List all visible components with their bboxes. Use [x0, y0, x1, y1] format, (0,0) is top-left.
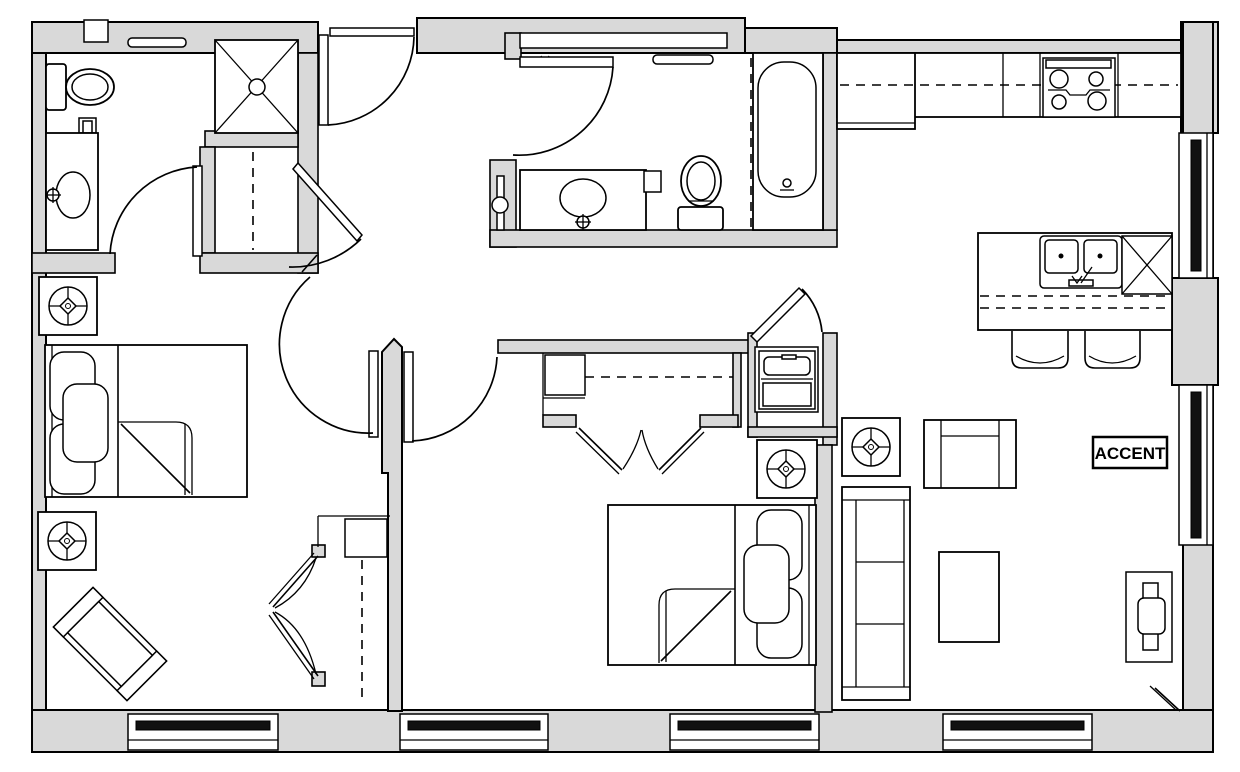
wall-closet2-bottom-left	[542, 414, 577, 428]
window-transom-entry	[519, 32, 728, 49]
hall-closet-door-leaf	[292, 161, 363, 243]
window-bottom-3	[669, 713, 820, 751]
bath1-door-arc	[109, 166, 198, 255]
entry-door-leaf	[519, 56, 614, 68]
kitchen-island	[977, 232, 1173, 331]
coffee-table-icon	[938, 551, 1000, 643]
wall-tub-right	[822, 52, 838, 231]
closet1-shelf	[344, 518, 388, 558]
vestibule-threshold	[329, 27, 415, 37]
bedroom1-door-arc	[278, 276, 374, 434]
living-corner-angle	[1154, 687, 1181, 712]
ceiling-fan-icon	[37, 511, 97, 571]
bedroom1	[37, 276, 390, 702]
laundry-door-leaf	[749, 286, 807, 344]
window-bottom-1	[127, 713, 279, 751]
living-room: ACCENT	[841, 417, 1173, 701]
bed-double	[44, 344, 248, 498]
towel-bar1-icon	[127, 37, 187, 48]
double-sink-icon	[1039, 235, 1123, 289]
bathroom1	[45, 37, 299, 251]
closet2-bifold-doors	[575, 427, 705, 475]
toilet-tank-icon	[45, 63, 67, 111]
wall-bedroom-divider	[381, 337, 403, 712]
armchair-icon	[52, 586, 168, 702]
accent-wall-label: ACCENT	[1091, 435, 1169, 470]
vanity2-side-box	[643, 170, 662, 193]
windows	[127, 32, 1214, 751]
ceiling-fan-icon	[38, 276, 98, 336]
toilet2-base	[677, 206, 724, 231]
closet1-bifold-doors	[268, 552, 319, 680]
wall-top-bath2	[744, 27, 838, 54]
wall-left	[31, 21, 47, 713]
closet1	[317, 515, 390, 700]
closet2-shelf	[544, 354, 586, 396]
wall-bath2-bottom	[489, 229, 838, 248]
armchair-icon	[923, 419, 1017, 489]
bathtub-icon	[752, 52, 824, 231]
cooktop-icon	[1042, 57, 1116, 118]
kitchen	[836, 52, 1182, 369]
accent-label-text: ACCENT	[1095, 444, 1166, 463]
entry-door-arc	[512, 66, 614, 157]
closet2	[542, 353, 733, 415]
wall-top-kitchen	[836, 39, 1182, 54]
wall-tv-unit-icon	[1125, 571, 1173, 663]
vestibule-door-arc	[327, 36, 415, 126]
bar-stool-icon	[1084, 331, 1141, 369]
jamb-angled-cap	[301, 254, 318, 273]
hall-closet-door-arc	[288, 238, 362, 268]
sofa-icon	[841, 486, 911, 701]
wall-laundry-bottom	[747, 426, 838, 438]
window-right-1	[1178, 132, 1214, 279]
wall-closet2-bottom-right	[699, 414, 739, 428]
wall-notch	[83, 19, 109, 43]
sheet-fold	[118, 421, 193, 495]
washer-dryer-icon	[754, 346, 819, 413]
laundry-door-arc	[801, 288, 823, 333]
wall-bath1-bottom-left	[31, 252, 116, 274]
bar-stool-icon	[1011, 331, 1069, 369]
bedroom1-door-leaf	[368, 350, 379, 438]
kitchen-counter-left-block	[836, 52, 916, 130]
bedroom2-door-arc	[411, 356, 498, 442]
closet1-post-bottom	[311, 671, 326, 687]
wall-right-pier	[1171, 277, 1219, 386]
bath1-door-leaf	[192, 165, 203, 257]
ceiling-fan-icon	[841, 417, 901, 477]
bed-double	[607, 504, 817, 666]
sink2-icon	[559, 178, 607, 218]
towel-bar2-icon	[652, 54, 714, 65]
pillow-icon	[743, 544, 790, 624]
bedroom2-door-leaf	[403, 351, 414, 443]
bedroom2	[542, 346, 819, 666]
window-bottom-2	[399, 713, 549, 751]
shower-icon	[214, 39, 299, 134]
entry-hinge-block	[504, 32, 522, 60]
bathroom2	[491, 52, 824, 231]
pillow-icon	[62, 383, 109, 463]
window-right-2	[1178, 384, 1214, 546]
wall-bath1-right	[297, 52, 319, 274]
wall-bedroom2-top	[497, 339, 751, 354]
sheet-fold	[658, 588, 735, 663]
doors	[109, 34, 823, 680]
window-bottom-4	[942, 713, 1093, 751]
dishwasher-icon	[1121, 235, 1173, 295]
wall-bath1-bottom-right	[199, 252, 319, 274]
living-corner-angle-inner	[1149, 685, 1177, 711]
ceiling-fan-icon	[756, 439, 818, 499]
vestibule-door-leaf	[318, 34, 329, 126]
sink1-icon	[55, 171, 91, 219]
